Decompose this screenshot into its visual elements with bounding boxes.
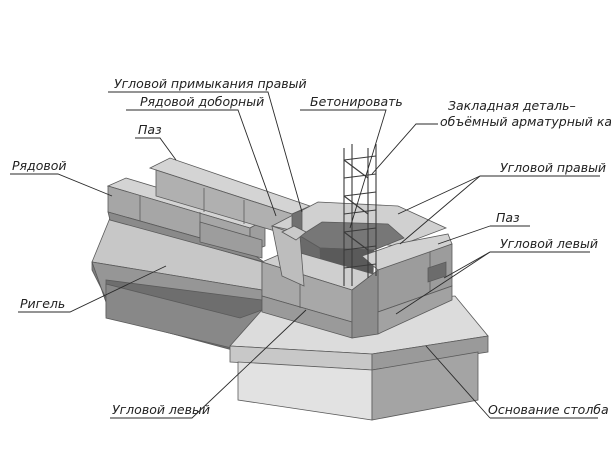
label-girder: Ригель <box>20 296 65 311</box>
label-corner-adjoining-right: Угловой примыкания правый <box>114 76 307 91</box>
label-embedded-part: Закладная деталь– <box>448 98 576 113</box>
label-concrete: Бетонировать <box>310 94 403 109</box>
label-row: Рядовой <box>12 158 67 173</box>
label-groove-top: Паз <box>138 122 162 137</box>
label-row-additional: Рядовой доборный <box>140 94 264 109</box>
girder-beam <box>91 217 263 353</box>
label-groove-right: Паз <box>496 210 520 225</box>
label-column-base: Основание столба <box>488 402 609 417</box>
reinforcement-cage <box>343 144 377 286</box>
label-corner-left-right: Угловой левый <box>500 236 598 251</box>
label-embedded-part-cage: объёмный арматурный каркас <box>440 114 611 129</box>
label-corner-right: Угловой правый <box>500 160 606 175</box>
leader-lines <box>10 91 600 419</box>
column-blocks <box>260 201 453 339</box>
labels: Угловой примыкания правый Рядовой доборн… <box>12 76 611 417</box>
label-corner-left-bottom: Угловой левый <box>112 402 210 417</box>
